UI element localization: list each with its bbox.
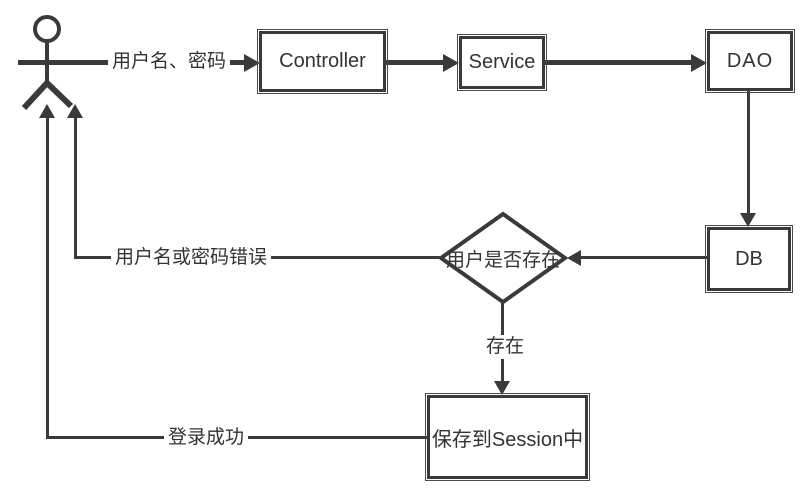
edge-session-to-actor-vertical xyxy=(46,117,49,439)
edge-label-exists: 存在 xyxy=(482,335,529,359)
arrowhead-into-session-icon xyxy=(494,381,510,395)
node-service: Service xyxy=(457,34,547,91)
node-controller: Controller xyxy=(257,29,388,94)
edge-label-credentials: 用户名、密码 xyxy=(108,50,231,74)
node-session: 保存到Session中 xyxy=(425,393,590,481)
diamond-shape-icon xyxy=(437,211,569,305)
edge-decision-to-actor-vertical xyxy=(74,117,77,259)
arrowhead-into-controller-icon xyxy=(244,54,260,72)
arrowhead-success-into-actor-icon xyxy=(39,104,55,118)
actor-node xyxy=(0,0,100,120)
node-decision xyxy=(437,210,569,306)
edge-controller-to-service xyxy=(386,60,444,65)
edge-label-success: 登录成功 xyxy=(164,426,249,450)
node-db: DB xyxy=(705,225,793,293)
edge-label-error: 用户名或密码错误 xyxy=(111,246,272,270)
arrowhead-into-decision-icon xyxy=(567,250,581,266)
edge-dao-to-db xyxy=(747,91,750,213)
node-decision-label: 用户是否存在 xyxy=(445,249,560,271)
arrowhead-error-into-actor-icon xyxy=(67,104,83,118)
arrowhead-into-db-icon xyxy=(740,213,756,227)
arrowhead-into-dao-icon xyxy=(691,54,707,72)
edge-db-to-decision xyxy=(581,256,707,259)
arrowhead-into-service-icon xyxy=(443,54,459,72)
stick-figure-icon xyxy=(21,15,74,111)
edge-service-to-dao xyxy=(545,60,692,65)
node-dao: DAO xyxy=(705,29,795,93)
